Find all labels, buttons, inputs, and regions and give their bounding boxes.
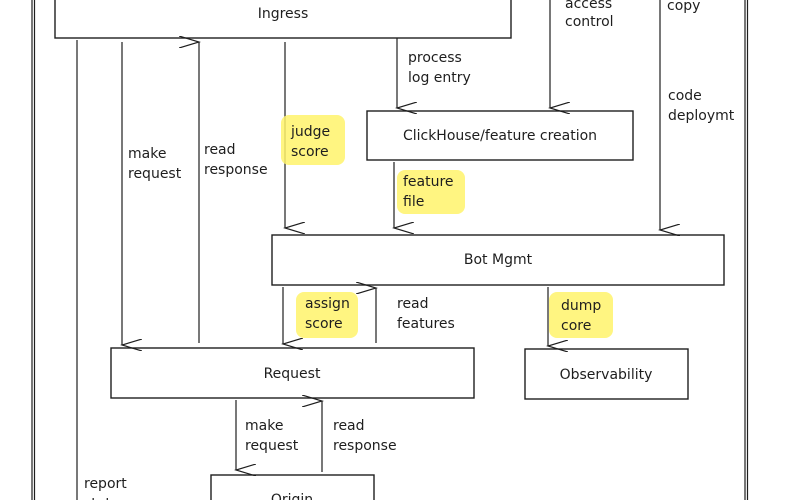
- outer-frame: [31, 0, 749, 500]
- svg-text:ClickHouse/feature creation: ClickHouse/feature creation: [403, 128, 597, 144]
- node-request[interactable]: Request: [110, 347, 475, 399]
- svg-text:Request: Request: [264, 366, 321, 382]
- svg-text:Ingress: Ingress: [258, 6, 309, 22]
- node-bot-mgmt[interactable]: Bot Mgmt: [271, 234, 725, 286]
- node-observability[interactable]: Observability: [524, 348, 689, 400]
- node-origin[interactable]: Origin: [210, 474, 375, 500]
- svg-text:Observability: Observability: [560, 367, 653, 383]
- arrows: [76, 0, 660, 500]
- svg-text:Origin: Origin: [271, 492, 313, 500]
- label-copy: copy: [667, 0, 700, 14]
- node-clickhouse[interactable]: ClickHouse/feature creation: [366, 110, 634, 161]
- highlights: [281, 115, 613, 338]
- svg-text:Bot Mgmt: Bot Mgmt: [464, 252, 533, 268]
- node-ingress[interactable]: Ingress: [54, 0, 512, 39]
- label-report-stats: reportstats: [84, 476, 127, 500]
